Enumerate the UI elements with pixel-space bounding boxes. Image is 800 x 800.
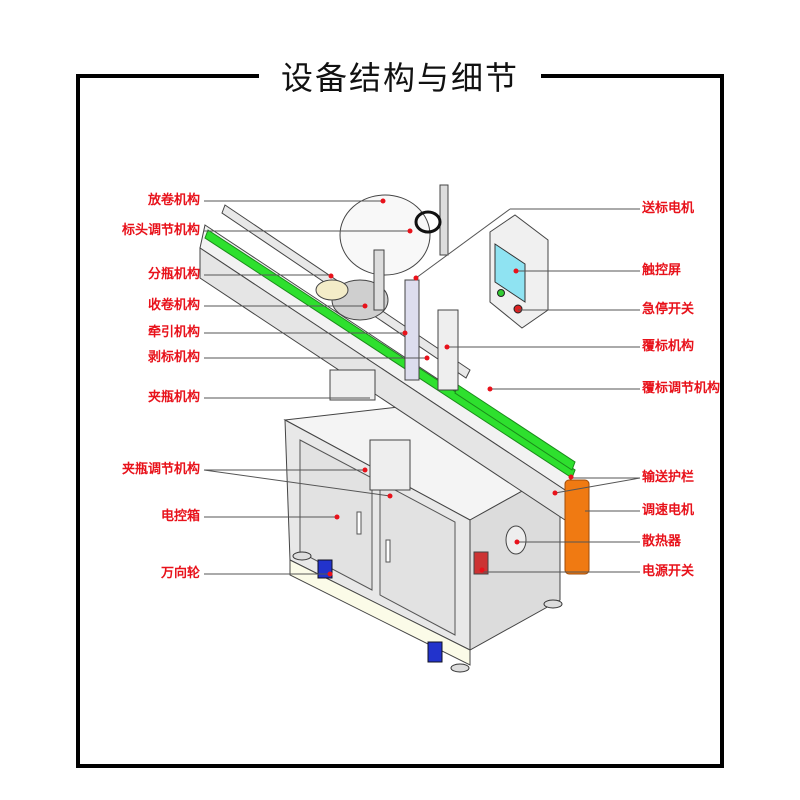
page-title: 设备结构与细节	[258, 53, 541, 99]
label-conveyor-guard: 输送护栏	[642, 470, 695, 485]
speed-motor-shape	[564, 479, 590, 575]
label-touch-screen: 触控屏	[642, 263, 682, 278]
label-label-feed-motor: 送标电机	[642, 201, 695, 216]
touch-screen-shape	[494, 243, 526, 303]
label-cover-adjust: 覆标调节机构	[642, 381, 721, 396]
leader-lines	[203, 200, 641, 575]
label-peeling: 剥标机构	[147, 350, 200, 365]
label-heat-sink: 散热器	[642, 534, 682, 549]
label-speed-motor: 调速电机	[642, 503, 695, 518]
label-emergency-stop: 急停开关	[642, 302, 695, 317]
label-label-cover: 覆标机构	[642, 339, 695, 354]
label-rewind: 收卷机构	[147, 298, 200, 313]
label-head-adjust: 标头调节机构	[121, 223, 200, 238]
label-traction: 牵引机构	[147, 325, 200, 340]
label-caster: 万向轮	[160, 566, 200, 581]
label-clamp-adjust: 夹瓶调节机构	[121, 462, 200, 477]
label-bottle-separator: 分瓶机构	[147, 267, 200, 282]
label-control-box: 电控箱	[160, 509, 200, 524]
label-bottle-clamp: 夹瓶机构	[147, 390, 200, 405]
indicator-dots	[327, 198, 574, 577]
title-bar: 设备结构与细节	[0, 50, 800, 102]
label-unwind: 放卷机构	[147, 193, 200, 208]
label-power-switch: 电源开关	[642, 564, 695, 579]
